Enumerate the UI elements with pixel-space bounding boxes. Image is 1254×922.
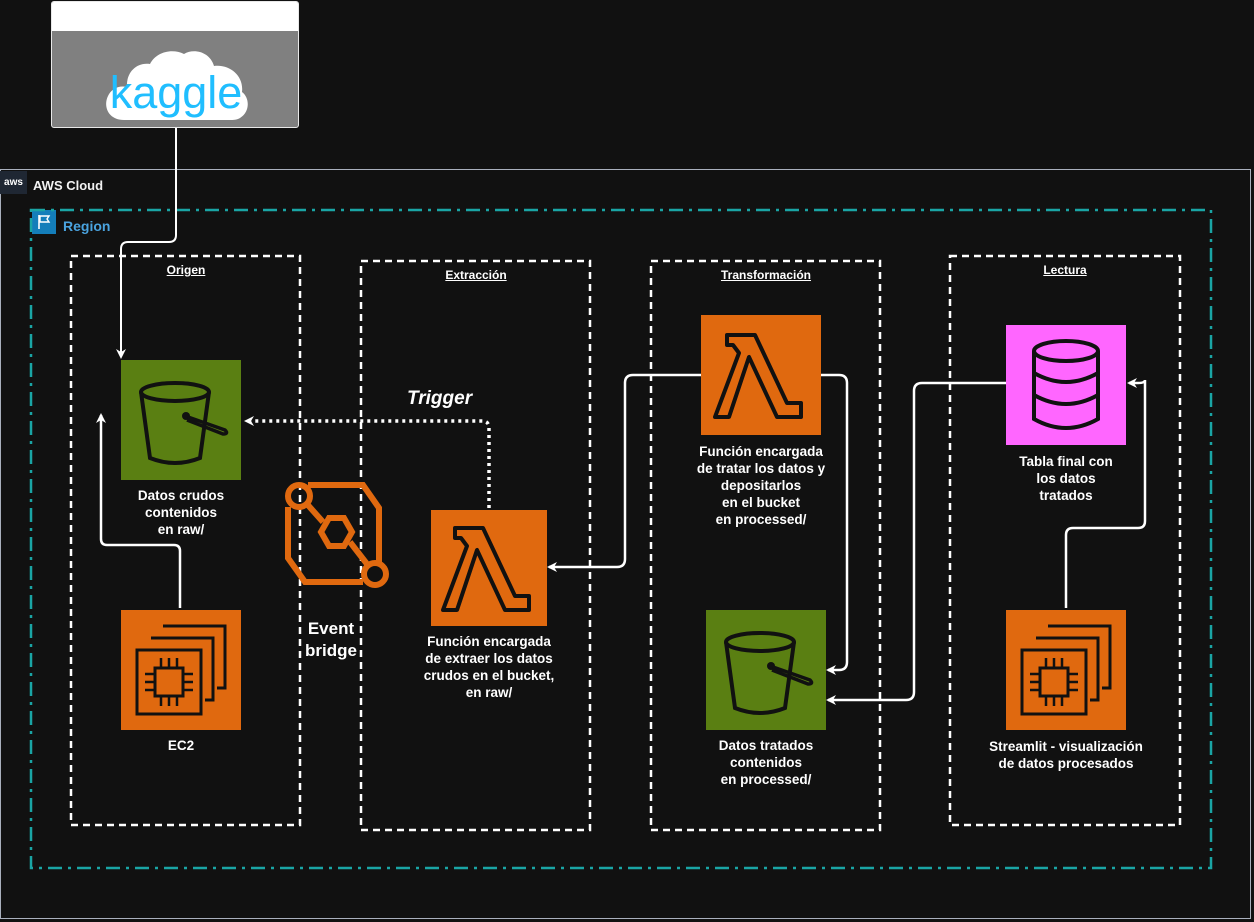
ec2-chip-icon — [135, 624, 227, 716]
raw-bucket-label: Datos crudos contenidos en raw/ — [137, 488, 225, 537]
aws-cloud-group — [0, 169, 1251, 919]
eventbridge-label: Event bridge — [305, 619, 357, 660]
transform-lambda-label: Función encargada de tratar los datos y … — [696, 444, 826, 527]
trigger-label: Trigger — [407, 388, 473, 409]
group-title-origen: Origen — [166, 263, 206, 277]
transform-lambda-node — [701, 315, 821, 435]
lambda-icon — [441, 526, 531, 612]
group-title-lectura: Lectura — [1043, 263, 1087, 277]
raw-bucket-node — [121, 360, 241, 480]
streamlit-node — [1006, 610, 1126, 730]
final-table-label: Tabla final con los datos tratados — [1019, 454, 1113, 503]
group-lectura-border — [948, 254, 1182, 827]
processed-bucket-label: Datos tratados contenidos en processed/ — [718, 738, 814, 787]
ec2-chip-icon — [1020, 624, 1112, 716]
edge-trigger — [244, 416, 491, 508]
edge-transform-to-processed — [821, 373, 849, 675]
group-transformacion-border — [649, 259, 882, 832]
group-title-extraccion: Extracción — [445, 268, 507, 282]
extract-lambda-node — [431, 510, 547, 626]
aws-logo-icon: aws — [0, 171, 27, 194]
group-title-transformacion: Transformación — [720, 268, 812, 282]
region-flag-icon — [32, 210, 56, 234]
kaggle-card-header — [52, 2, 298, 31]
s3-bucket-icon — [724, 631, 814, 715]
edge-streamlit-to-table — [1064, 378, 1147, 608]
final-table-node — [1006, 325, 1126, 445]
group-extraccion-border — [359, 259, 592, 832]
edge-transform-to-extract — [547, 373, 701, 572]
kaggle-logo-text: kaggle — [110, 67, 243, 118]
region-label: Region — [63, 218, 111, 234]
group-origen-border — [69, 254, 302, 827]
streamlit-label: Streamlit - visualización de datos proce… — [989, 739, 1143, 771]
aws-cloud-label: AWS Cloud — [33, 178, 104, 193]
edge-kaggle-to-raw — [116, 128, 177, 359]
s3-bucket-icon — [139, 381, 229, 465]
edge-ec2-to-raw — [96, 413, 182, 608]
kaggle-cloud-icon: kaggle — [106, 51, 248, 121]
processed-bucket-node — [706, 610, 826, 730]
ec2-label: EC2 — [167, 738, 195, 753]
region-border — [29, 208, 1213, 870]
lambda-icon — [713, 333, 803, 419]
database-icon — [1032, 339, 1100, 430]
extract-lambda-label: Función encargada de extraer los datos c… — [423, 634, 555, 700]
edge-table-to-processed — [826, 381, 1006, 705]
ec2-node — [121, 610, 241, 730]
kaggle-source-card: kaggle — [51, 1, 299, 128]
eventbridge-icon — [285, 482, 389, 588]
